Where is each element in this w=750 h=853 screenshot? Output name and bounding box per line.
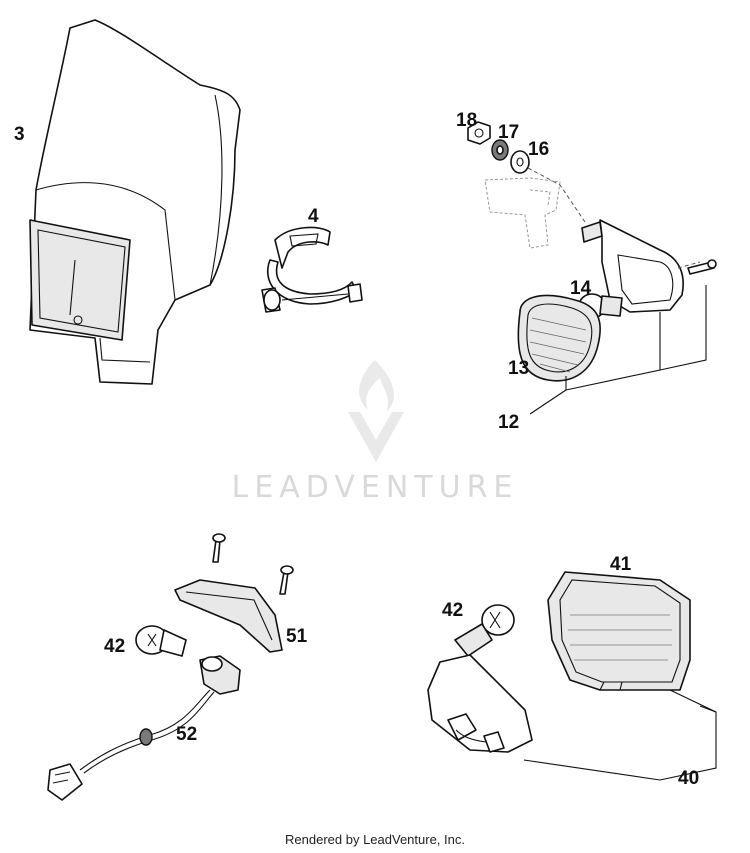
footer-credit: Rendered by LeadVenture, Inc.	[285, 832, 465, 847]
callout-4: 4	[308, 206, 319, 227]
callout-14: 14	[570, 278, 592, 299]
callout-42-plate: 42	[104, 636, 125, 657]
callout-18: 18	[456, 110, 477, 131]
callout-12: 12	[498, 412, 519, 433]
turn-signal-lens-part[interactable]	[517, 294, 601, 382]
nut-part[interactable]	[467, 121, 491, 145]
callout-41: 41	[610, 554, 632, 575]
callout-17: 17	[498, 122, 519, 143]
callout-13: 13	[508, 358, 529, 379]
tail-light-assembly[interactable]	[427, 571, 717, 781]
turn-signal-assembly[interactable]	[467, 121, 717, 415]
screw-part[interactable]	[212, 533, 226, 563]
tail-bulb-part[interactable]	[454, 604, 515, 657]
tail-bulb-part[interactable]	[135, 625, 187, 657]
leadventure-logo-icon	[348, 360, 404, 462]
callout-42-tail: 42	[442, 600, 463, 621]
headlight-clamp-part[interactable]	[261, 226, 363, 313]
callout-16: 16	[528, 139, 549, 160]
headlight-mask-part[interactable]	[29, 19, 241, 385]
lock-washer-part[interactable]	[491, 139, 509, 161]
watermark-text: LEADVENTURE	[231, 470, 519, 505]
screw-part[interactable]	[279, 565, 294, 595]
flat-washer-part[interactable]	[510, 150, 530, 174]
callout-40: 40	[678, 768, 699, 789]
callout-52: 52	[176, 724, 197, 745]
callout-51: 51	[286, 626, 308, 647]
license-plate-light-assembly[interactable]	[47, 533, 294, 801]
callout-3: 3	[14, 124, 25, 145]
tail-light-lens-part[interactable]	[547, 571, 691, 691]
license-plate-lens-part[interactable]	[174, 579, 283, 653]
